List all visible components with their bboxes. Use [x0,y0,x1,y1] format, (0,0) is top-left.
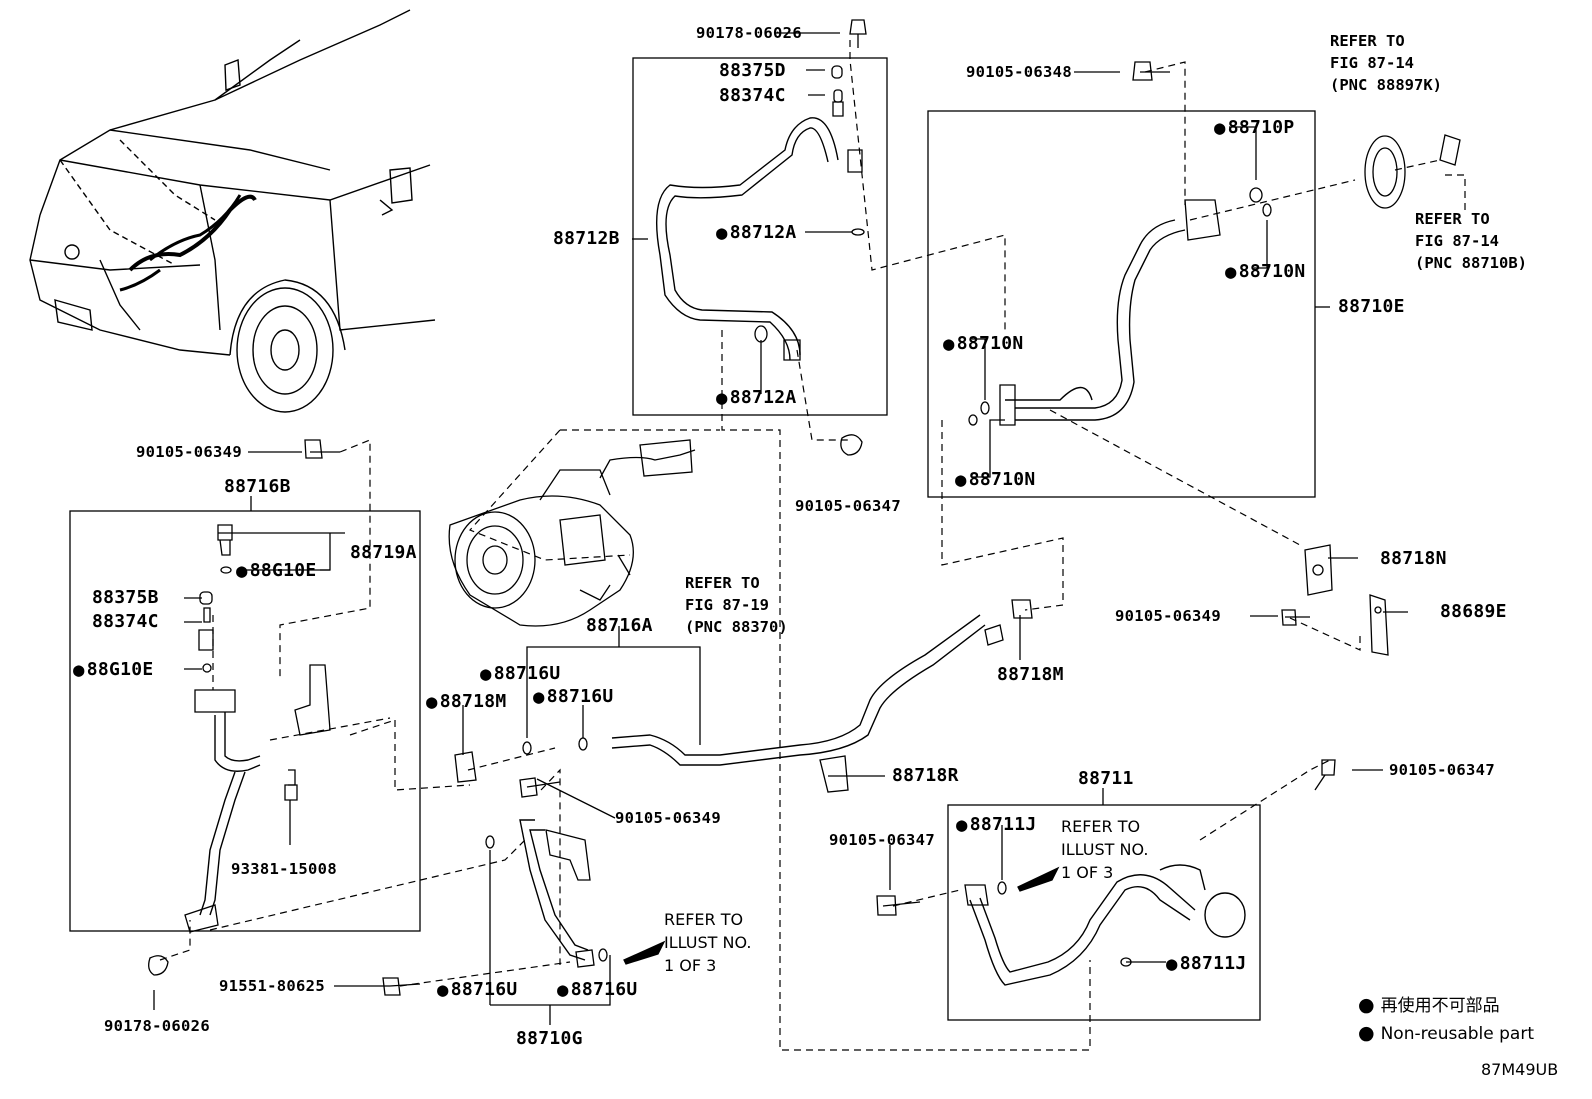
part-90105-06347-right: 90105-06347 [1389,761,1495,779]
arrow-icon [623,940,666,965]
ref-illust-1-of-3-center: REFER TO ILLUST NO. 1 OF 3 [664,910,752,975]
part-88711J-bottom: 88711J [1166,954,1247,973]
part-90105-06348: 90105-06348 [966,63,1072,81]
part-88375D: 88375D [719,60,786,81]
part-88710P: 88710P [1214,118,1295,137]
pipe-88710E [1005,219,1186,421]
pipe-88711 [969,864,1246,986]
part-88718R: 88718R [892,765,959,786]
part-88716A: 88716A [586,615,653,636]
fittings [148,19,1461,996]
part-88711J-top: 88711J [956,815,1037,834]
part-88374C-top: 88374C [719,85,786,106]
part-88719A: 88719A [350,542,417,563]
ref-fig-87-14-88897K: REFER TO FIG 87-14 (PNC 88897K) [1330,32,1442,94]
arrow-icon [1017,866,1060,892]
ref-fig-87-14-88710B: REFER TO FIG 87-14 (PNC 88710B) [1415,210,1527,272]
box-88710E [927,110,1316,498]
pipe-88712B [655,117,839,361]
part-88G10E-bottom: 88G10E [73,660,154,679]
ref-fig-87-19-88370: REFER TO FIG 87-19 (PNC 88370) [685,574,788,636]
part-88712A-upper: 88712A [716,223,797,242]
part-88718M-left: 88718M [426,692,507,711]
part-88716U-d: 88716U [557,980,638,999]
part-90105-06347-mid: 90105-06347 [795,497,901,515]
part-90178-06026-bottom: 90178-06026 [104,1017,210,1035]
part-88716B: 88716B [224,476,291,497]
part-88710G: 88710G [516,1028,583,1049]
part-90105-06347-left: 90105-06347 [829,831,935,849]
pipe-88710G [519,819,589,961]
part-93381-15008: 93381-15008 [231,860,337,878]
box-88712B [632,57,888,416]
part-88716U-a: 88716U [480,664,561,683]
legend-non-reusable-en: Non-reusable part [1358,1024,1534,1043]
part-90105-06349-center: 90105-06349 [615,809,721,827]
part-88374C-left: 88374C [92,611,159,632]
part-88718M-right: 88718M [997,664,1064,685]
part-88710N-bottom: 88710N [955,470,1036,489]
part-90105-06349-right: 90105-06349 [1115,607,1221,625]
part-90178-06026-top: 90178-06026 [696,24,802,42]
part-88716U-b: 88716U [533,687,614,706]
ref-illust-1-of-3-right: REFER TO ILLUST NO. 1 OF 3 [1061,817,1149,882]
diagram-code: 87M49UB [1481,1060,1559,1079]
part-88718N: 88718N [1380,548,1447,569]
part-88711: 88711 [1078,768,1134,789]
pipe-88716B [199,712,261,916]
part-88712B: 88712B [553,228,620,249]
part-90105-06349-left: 90105-06349 [136,443,242,461]
compressor-88370 [448,439,696,627]
part-88375B: 88375B [92,587,159,608]
part-88710E: 88710E [1338,296,1405,317]
part-88710N-right: 88710N [1225,262,1306,281]
vehicle-illustration [29,9,436,413]
part-88712A-lower: 88712A [716,388,797,407]
part-88G10E-top: 88G10E [236,561,317,580]
pipe-88716A [611,614,986,766]
legend-non-reusable-jp: 再使用不可部品 [1358,996,1500,1015]
part-91551-80625: 91551-80625 [219,977,325,995]
box-88711 [947,804,1261,1021]
part-88710N-left: 88710N [943,334,1024,353]
part-88716U-c: 88716U [437,980,518,999]
box-88716B [69,510,421,932]
part-88689E: 88689E [1440,601,1507,622]
